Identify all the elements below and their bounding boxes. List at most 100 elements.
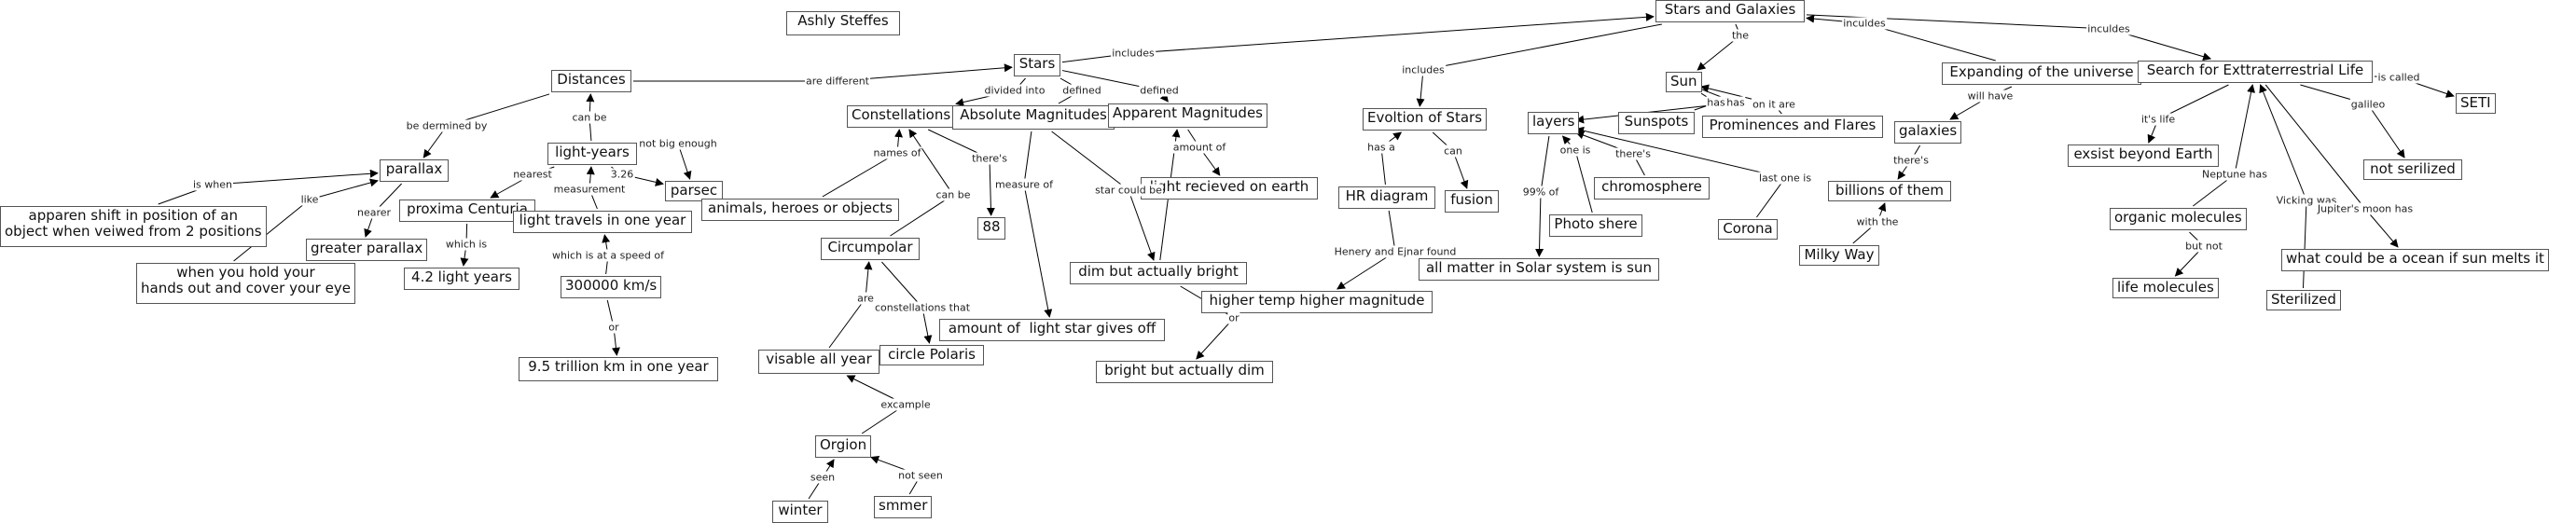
link-segment (233, 199, 311, 262)
concept-node-smmer[interactable]: smmer (874, 496, 933, 518)
concept-node-light-recieved[interactable]: light recieved on earth (1141, 177, 1318, 200)
concept-node-trillion[interactable]: 9.5 trillion km in one year (519, 357, 718, 381)
link-label: on it are (1752, 98, 1796, 111)
concept-node-galaxies[interactable]: galaxies (1894, 121, 1962, 144)
concept-link (1023, 131, 1053, 318)
concept-link (2264, 84, 2399, 248)
link-label: which is (444, 238, 489, 251)
link-arrow-segment (986, 158, 995, 216)
concept-node-stars[interactable]: Stars (1014, 54, 1060, 76)
concept-node-organic[interactable]: organic molecules (2110, 208, 2247, 230)
concept-node-billions[interactable]: billions of them (1828, 181, 1951, 201)
concept-node-chromosphere[interactable]: chromosphere (1594, 177, 1710, 200)
link-label: will have (1966, 89, 2015, 103)
link-label: inculdes (2086, 22, 2131, 35)
link-arrow-segment (1416, 69, 1425, 107)
concept-link (1575, 126, 1786, 218)
concept-node-absolute[interactable]: Absolute Magnitudes (952, 105, 1115, 130)
link-label: defined (1139, 84, 1180, 97)
concept-node-distances[interactable]: Distances (551, 70, 631, 92)
link-arrow-segment (2259, 84, 2307, 201)
concept-node-hr[interactable]: HR diagram (1338, 186, 1435, 209)
link-arrow-segment (908, 129, 954, 196)
concept-node-life-molecules[interactable]: life molecules (2112, 278, 2219, 298)
concept-node-dim-bright[interactable]: dim but actually bright (1070, 262, 1247, 284)
link-segment (1023, 131, 1032, 186)
concept-node-four-two[interactable]: 4.2 light years (404, 268, 519, 290)
link-label: seen (809, 471, 837, 484)
concept-node-stars-galaxies[interactable]: Stars and Galaxies (1655, 0, 1805, 22)
link-label: amount of (1171, 141, 1227, 154)
link-segment (828, 297, 866, 349)
link-label: Henery and Ejnar found (1333, 245, 1458, 258)
concept-node-parallax[interactable]: parallax (380, 159, 449, 182)
concept-node-corona[interactable]: Corona (1718, 219, 1778, 240)
concept-link (2300, 84, 2405, 158)
concept-node-not-serilized[interactable]: not serilized (2363, 159, 2462, 180)
concept-link (1336, 210, 1396, 290)
link-label: excample (879, 398, 932, 411)
concept-node-evolution[interactable]: Evoltion of Stars (1363, 108, 1488, 131)
concept-node-prominences[interactable]: Prominences and Flares (1702, 116, 1883, 138)
link-label: has (1706, 96, 1726, 109)
concept-node-search[interactable]: Search for Exttraterrestrial Life (2138, 61, 2373, 83)
concept-link (828, 261, 873, 349)
concept-node-hands[interactable]: when you hold your hands out and cover y… (136, 263, 355, 304)
link-arrow-segment (212, 169, 379, 186)
link-label: galileo (2349, 98, 2387, 111)
concept-node-photosphere[interactable]: Photo shere (1549, 214, 1642, 237)
concept-node-milky-way[interactable]: Milky Way (1799, 245, 1879, 266)
link-segment (890, 194, 954, 237)
concept-link (158, 169, 379, 205)
concept-node-higher-temp[interactable]: higher temp higher magnitude (1201, 291, 1433, 313)
concept-node-sterilized[interactable]: Sterilized (2266, 290, 2341, 310)
concept-node-exsist[interactable]: exsist beyond Earth (2068, 145, 2219, 167)
concept-node-ocean[interactable]: what could be a ocean if sun melts it (2281, 249, 2549, 271)
link-label: not big enough (638, 137, 718, 150)
concept-node-proxima[interactable]: proxima Centuria (399, 200, 535, 222)
link-segment (881, 261, 923, 309)
concept-node-sunspots[interactable]: Sunspots (1618, 112, 1695, 134)
concept-link (890, 129, 954, 237)
link-label: can be (935, 188, 972, 201)
link-arrow-segment (2234, 84, 2256, 175)
concept-node-animals[interactable]: animals, heroes or objects (701, 199, 899, 221)
concept-node-fusion[interactable]: fusion (1445, 190, 1499, 213)
concept-node-constellations[interactable]: Constellations (847, 105, 956, 128)
concept-node-polaris[interactable]: circle Polaris (879, 345, 984, 365)
concept-node-speed[interactable]: 300000 km/s (561, 276, 662, 298)
link-label: the (1730, 29, 1751, 42)
link-label: constellations that (873, 301, 972, 314)
concept-node-greater-parallax[interactable]: greater parallax (306, 239, 428, 261)
concept-node-orgion[interactable]: Orgion (815, 435, 872, 458)
concept-node-layers[interactable]: layers (1528, 112, 1580, 134)
link-label: includes (1111, 47, 1156, 60)
link-label: or (1227, 311, 1240, 324)
concept-node-amount-light[interactable]: amount of light star gives off (939, 319, 1165, 341)
link-label: star could be (1094, 184, 1163, 197)
concept-node-apparent[interactable]: Apparent Magnitudes (1108, 103, 1268, 128)
concept-node-circumpolar[interactable]: Circumpolar (821, 238, 920, 260)
concept-node-winter[interactable]: winter (772, 501, 828, 523)
link-label: not seen (897, 469, 944, 482)
concept-node-eighty-eight[interactable]: 88 (977, 217, 1005, 240)
concept-node-sun[interactable]: Sun (1666, 72, 1702, 92)
concept-node-shift[interactable]: apparen shift in position of an object w… (0, 206, 267, 247)
link-label: there's (971, 152, 1008, 165)
link-arrow-segment (1336, 251, 1396, 290)
link-label: measure of (993, 178, 1055, 191)
concept-node-light-travels[interactable]: light travels in one year (513, 211, 692, 233)
concept-link (1806, 14, 1996, 62)
concept-node-author[interactable]: Ashly Steffes (786, 11, 900, 35)
concept-node-visable[interactable]: visable all year (758, 350, 879, 374)
link-arrow-segment (2364, 208, 2399, 248)
concept-node-lightyears[interactable]: light-years (547, 143, 637, 165)
concept-node-all-matter[interactable]: all matter in Solar system is sun (1419, 258, 1659, 281)
concept-node-seti[interactable]: SETI (2456, 93, 2496, 114)
concept-node-parsec[interactable]: parsec (665, 181, 723, 201)
concept-link (233, 178, 379, 262)
concept-node-expanding[interactable]: Expanding of the universe (1942, 62, 2141, 85)
link-segment (1388, 210, 1396, 253)
concept-node-bright-dim[interactable]: bright but actually dim (1096, 361, 1273, 383)
